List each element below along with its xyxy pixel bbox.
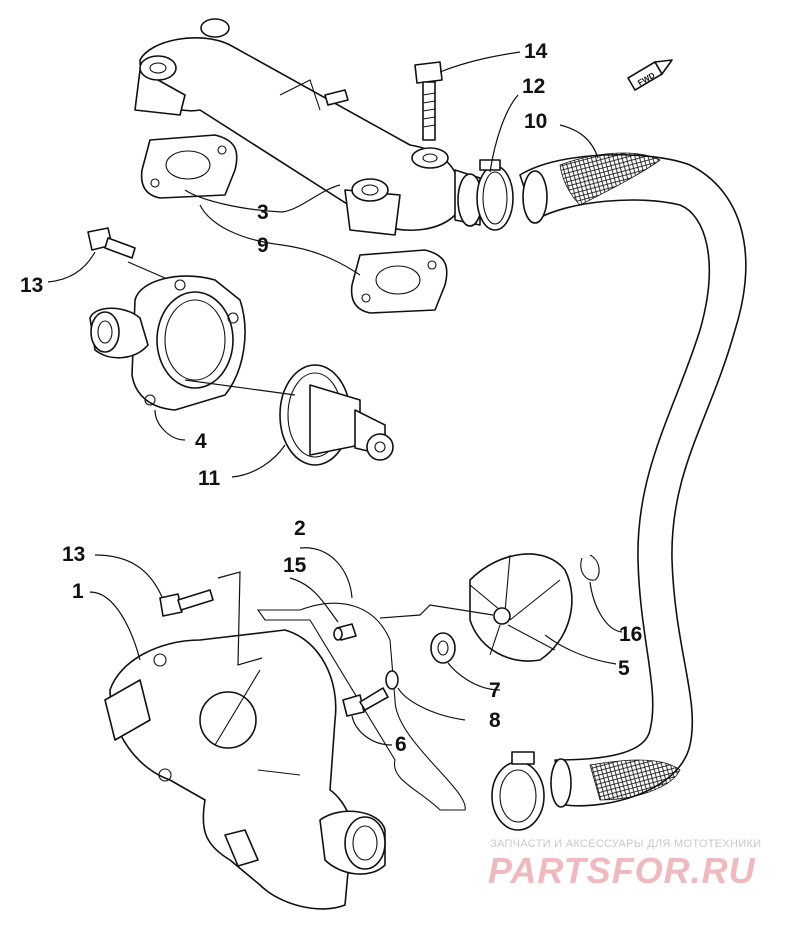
callout-16: 16 xyxy=(619,623,642,646)
bolt-13-upper xyxy=(87,227,136,259)
callout-10: 10 xyxy=(524,110,547,133)
manifold-gaskets xyxy=(140,134,448,314)
pump-gasket xyxy=(256,602,466,811)
callout-15: 15 xyxy=(283,554,307,577)
circlip-16 xyxy=(580,554,600,581)
washer-8 xyxy=(385,670,399,690)
impeller xyxy=(469,553,573,662)
thermostat-housing xyxy=(89,275,246,411)
callout-12: 12 xyxy=(522,75,545,98)
callout-7: 7 xyxy=(489,679,501,702)
callout-4: 4 xyxy=(195,430,207,453)
radiator-hose xyxy=(519,152,747,808)
callout-9: 9 xyxy=(257,234,269,257)
callout-5: 5 xyxy=(618,657,630,680)
watermark-caption: ЗАПЧАСТИ И АКСЕССУАРЫ ДЛЯ МОТОТЕХНИКИ xyxy=(490,838,762,850)
bolt-13-lower xyxy=(159,589,214,617)
callout-6: 6 xyxy=(395,733,407,756)
thermostat xyxy=(279,364,394,466)
watermark-logo: PARTSFOR.RU xyxy=(488,850,756,891)
leader-lines xyxy=(47,51,623,746)
callout-8: 8 xyxy=(489,709,501,732)
callout-2: 2 xyxy=(294,517,306,540)
callout-11: 11 xyxy=(198,467,221,490)
dowel-pin-15 xyxy=(333,623,357,641)
hose-clamp-12 xyxy=(476,159,514,231)
callouts: 14 12 10 3 9 13 4 11 2 13 15 1 16 5 7 8 … xyxy=(20,40,642,756)
callout-1: 1 xyxy=(72,580,84,603)
outlet-manifold xyxy=(134,18,483,236)
callout-13-upper: 13 xyxy=(20,274,43,297)
bolt-6 xyxy=(342,687,389,717)
hose-clamp-lower xyxy=(491,751,545,831)
callout-14: 14 xyxy=(524,40,548,63)
water-pump-housing xyxy=(104,629,386,910)
callout-3: 3 xyxy=(257,201,269,224)
seal-washer-7 xyxy=(430,632,456,664)
callout-13-lower: 13 xyxy=(62,543,85,566)
fwd-direction-badge: FWD xyxy=(627,59,673,91)
bolt-14 xyxy=(414,61,443,141)
